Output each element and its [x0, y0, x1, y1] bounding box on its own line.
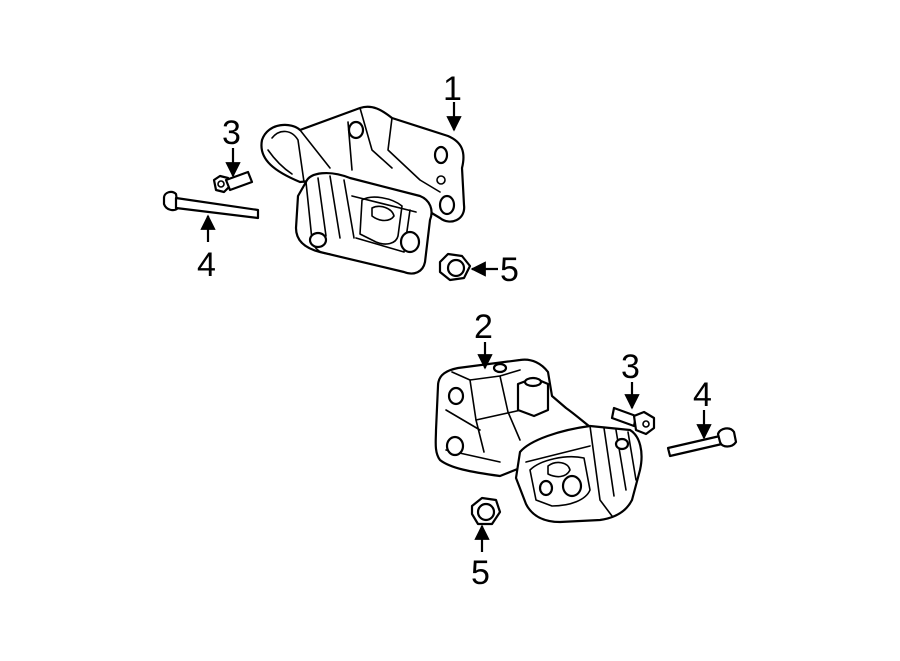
callout-label-5-lower: 5 — [471, 554, 490, 592]
callout-label-5-upper: 5 — [500, 251, 519, 289]
callout-label-3-lower: 3 — [621, 348, 640, 386]
callout-label-4-lower: 4 — [693, 376, 712, 414]
lower-nut-5 — [470, 496, 502, 526]
upper-bolt-4 — [162, 190, 260, 220]
callout-label-3-upper: 3 — [222, 114, 241, 152]
callout-label-1: 1 — [443, 70, 462, 108]
lower-bolt-4 — [666, 427, 738, 458]
lower-mount-bracket — [434, 358, 643, 524]
upper-nut-5 — [438, 252, 472, 282]
upper-mount-bracket — [260, 105, 466, 275]
callout-label-4-upper: 4 — [197, 246, 216, 284]
callout-label-2: 2 — [474, 308, 493, 346]
lower-bolt-3 — [610, 406, 656, 436]
